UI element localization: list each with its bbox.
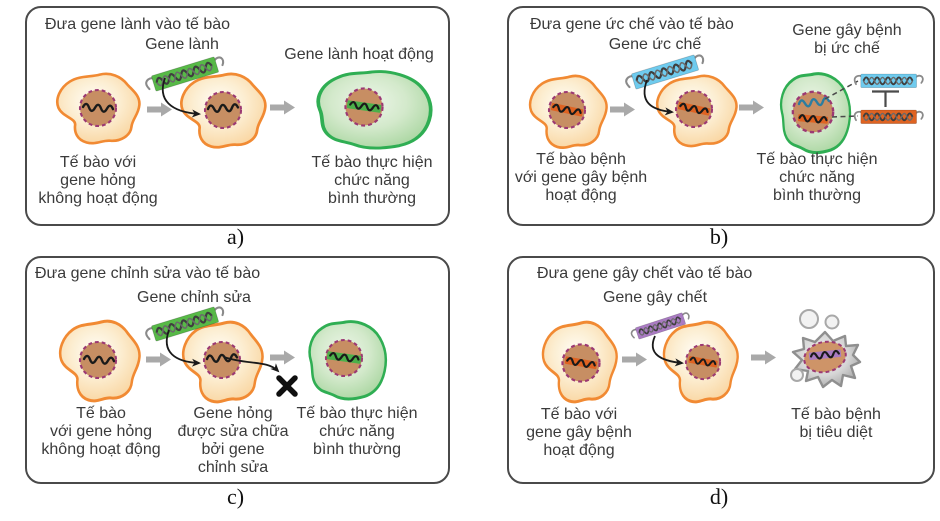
cell-receiving-gene	[655, 74, 738, 148]
panel-a-graphics	[55, 53, 433, 150]
flow-arrow-icon	[146, 352, 171, 367]
gene-label: Gene ức chế	[608, 36, 702, 53]
cell-suppressed-result	[779, 72, 852, 154]
panel-a: Đưa gene lành vào tế bào Gene lành Gene …	[25, 6, 450, 226]
panel-d-graphics	[541, 309, 862, 404]
panel-letter-d: d)	[709, 484, 729, 509]
flow-arrow-icon	[147, 102, 172, 117]
cell-caption: Tế bào với gene hỏng không hoạt động	[38, 154, 158, 207]
panel-letter-b: b)	[709, 224, 729, 249]
cell-caption: Tế bào với gene gây bệnh hoạt động	[526, 406, 632, 459]
panel-b: Đưa gene ức chế vào tế bào Gene ức chế G…	[507, 6, 935, 226]
result-label: Gene lành hoạt động	[284, 46, 434, 63]
cell-caption: Tế bào thực hiện chức năng bình thường	[311, 154, 433, 207]
disease-gene-icon	[853, 109, 924, 125]
cell-healthy-result	[316, 69, 433, 150]
panel-title: Đưa gene ức chế vào tế bào	[530, 16, 734, 33]
panel-title: Đưa gene gây chết vào tế bào	[537, 265, 753, 282]
cell-caption: Tế bào thực hiện chức năng bình thường	[756, 151, 878, 204]
panel-c: Đưa gene chỉnh sửa vào tế bào Gene chỉnh…	[25, 256, 450, 484]
flow-arrow-icon	[751, 350, 776, 365]
cell-disease-gene	[541, 320, 619, 404]
gene-label: Gene gây chết	[602, 289, 708, 306]
gene-label: Gene chỉnh sửa	[137, 289, 251, 306]
flow-arrow-icon	[270, 100, 295, 115]
bubble	[824, 314, 840, 330]
cell-receiving-gene	[180, 72, 267, 149]
bubble	[799, 309, 819, 329]
inhibition-icon	[872, 90, 899, 107]
panel-letter-c: c)	[226, 484, 245, 509]
panel-d: Đưa gene gây chết vào tế bào Gene gây ch…	[507, 256, 935, 484]
gene-label: Gene lành	[145, 36, 219, 53]
panel-c-graphics	[58, 303, 388, 404]
pointer-line	[824, 80, 859, 100]
injection-arrow-icon	[161, 77, 201, 118]
cell-healthy-result	[308, 320, 388, 401]
bubble	[790, 368, 804, 382]
injection-arrow-icon	[643, 79, 674, 116]
injection-arrow-icon	[651, 335, 684, 367]
cell-caption: Gene hỏng được sửa chữa bởi gene chỉnh s…	[177, 405, 289, 476]
cell-faulty-gene	[55, 72, 141, 145]
flow-arrow-icon	[739, 100, 764, 115]
pointer-line	[831, 115, 859, 118]
result-label: Gene gây bệnh bị ức chế	[792, 22, 902, 57]
flow-arrow-icon	[622, 352, 647, 367]
cell-caption: Tế bào thực hiện chức năng bình thường	[296, 405, 418, 458]
cell-caption: Tế bào với gene hỏng không hoạt động	[41, 405, 161, 458]
panel-letter-a: a)	[226, 224, 245, 249]
cell-receiving-gene	[662, 320, 740, 404]
panel-title: Đưa gene lành vào tế bào	[45, 16, 231, 33]
panel-title: Đưa gene chỉnh sửa vào tế bào	[35, 265, 261, 282]
flow-arrow-icon	[610, 102, 635, 117]
injection-arrow-icon	[165, 329, 201, 367]
cell-caption: Tế bào bệnh bị tiêu diệt	[791, 406, 881, 441]
suppressor-gene-icon	[853, 73, 924, 89]
cell-disease-gene	[528, 74, 608, 150]
removal-arrow-icon	[223, 356, 280, 373]
panel-b-graphics	[528, 51, 924, 154]
cell-faulty-gene	[58, 319, 142, 403]
x-mark-icon	[276, 375, 298, 397]
cell-caption: Tế bào bệnh với gene gây bệnh hoạt động	[514, 151, 648, 204]
destroyed-cell	[790, 309, 862, 389]
flow-arrow-icon	[270, 350, 295, 365]
